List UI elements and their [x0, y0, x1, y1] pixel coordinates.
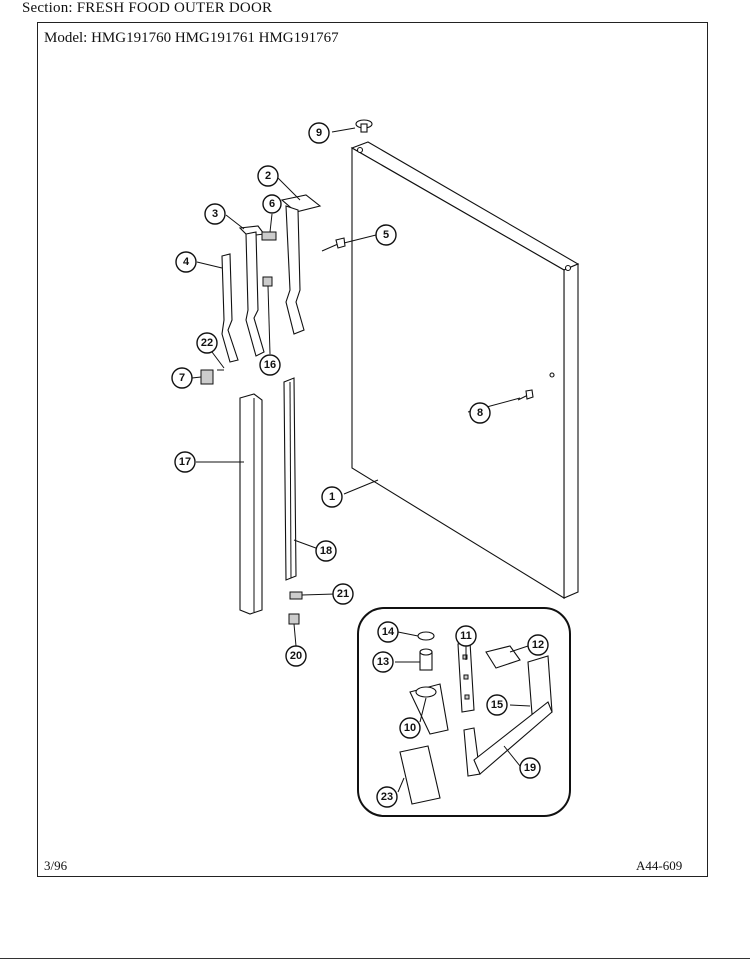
trim-part-18 [283, 377, 297, 581]
svg-text:2: 2 [265, 170, 271, 182]
trim-part-17 [239, 393, 263, 615]
callout-9: 9 [308, 122, 330, 144]
svg-text:6: 6 [269, 198, 275, 210]
svg-text:13: 13 [377, 656, 389, 668]
callout-5: 5 [375, 224, 397, 246]
section-heading: Section: FRESH FOOD OUTER DOOR [22, 0, 272, 17]
svg-text:23: 23 [381, 791, 393, 803]
revision-date: 3/96 [44, 858, 68, 873]
section-value: FRESH FOOD OUTER DOOR [76, 0, 273, 16]
screw-part-5 [321, 237, 346, 252]
callout-21: 21 [332, 583, 354, 605]
strip-part-4 [221, 253, 239, 363]
callout-2: 2 [257, 165, 279, 187]
svg-text:21: 21 [337, 588, 349, 600]
callout-20: 20 [285, 645, 307, 667]
callout-16: 16 [259, 354, 281, 376]
clip-part-21 [289, 591, 303, 600]
document-number: A44-609 [636, 858, 683, 873]
callout-23: 23 [376, 786, 398, 808]
callout-6: 6 [262, 194, 282, 214]
block-part-16 [262, 276, 273, 287]
hinge-detail-inset [357, 607, 571, 817]
inset-parts [399, 631, 553, 805]
svg-text:5: 5 [383, 229, 389, 241]
callout-13: 13 [372, 651, 394, 673]
svg-text:12: 12 [532, 639, 544, 651]
callout-1: 1 [321, 486, 343, 508]
callout-11: 11 [455, 625, 477, 647]
leader-lines [191, 127, 531, 793]
svg-text:17: 17 [179, 456, 191, 468]
channel-part-2 [280, 194, 322, 335]
model-numbers: HMG191760 HMG191761 HMG191767 [91, 30, 339, 46]
callout-12: 12 [527, 634, 549, 656]
svg-text:3: 3 [212, 208, 218, 220]
svg-text:4: 4 [183, 256, 190, 268]
plug-part-9 [355, 119, 373, 133]
svg-text:14: 14 [382, 626, 395, 638]
callout-4: 4 [175, 251, 197, 273]
callout-19: 19 [519, 757, 541, 779]
bracket-part-7 [200, 369, 224, 385]
model-label: Model: [44, 30, 88, 46]
callout-3: 3 [204, 203, 226, 225]
callout-8: 8 [469, 402, 491, 424]
clip-part-20 [288, 613, 300, 625]
svg-text:7: 7 [179, 372, 185, 384]
svg-text:20: 20 [290, 650, 302, 662]
svg-text:9: 9 [316, 127, 322, 139]
callout-17: 17 [174, 451, 196, 473]
svg-text:11: 11 [460, 630, 472, 642]
svg-text:1: 1 [329, 491, 335, 503]
svg-text:16: 16 [264, 359, 276, 371]
callout-14: 14 [377, 621, 399, 643]
door-panel [350, 141, 580, 599]
callout-10: 10 [399, 717, 421, 739]
channel-part-3 [238, 225, 266, 357]
callout-7: 7 [171, 367, 193, 389]
clip-part-6 [261, 231, 277, 241]
diagram-frame [37, 22, 708, 877]
bottom-rule [0, 958, 750, 959]
svg-text:15: 15 [491, 699, 503, 711]
callout-22: 22 [196, 332, 218, 354]
callout-15: 15 [486, 694, 508, 716]
svg-text:22: 22 [201, 337, 213, 349]
svg-text:19: 19 [524, 762, 536, 774]
model-heading: Model: HMG191760 HMG191761 HMG191767 [44, 30, 339, 47]
svg-text:10: 10 [404, 722, 416, 734]
section-label: Section: [22, 0, 73, 16]
screw-part-8 [517, 389, 534, 401]
callout-18: 18 [315, 540, 337, 562]
svg-text:18: 18 [320, 545, 332, 557]
svg-text:8: 8 [477, 407, 483, 419]
